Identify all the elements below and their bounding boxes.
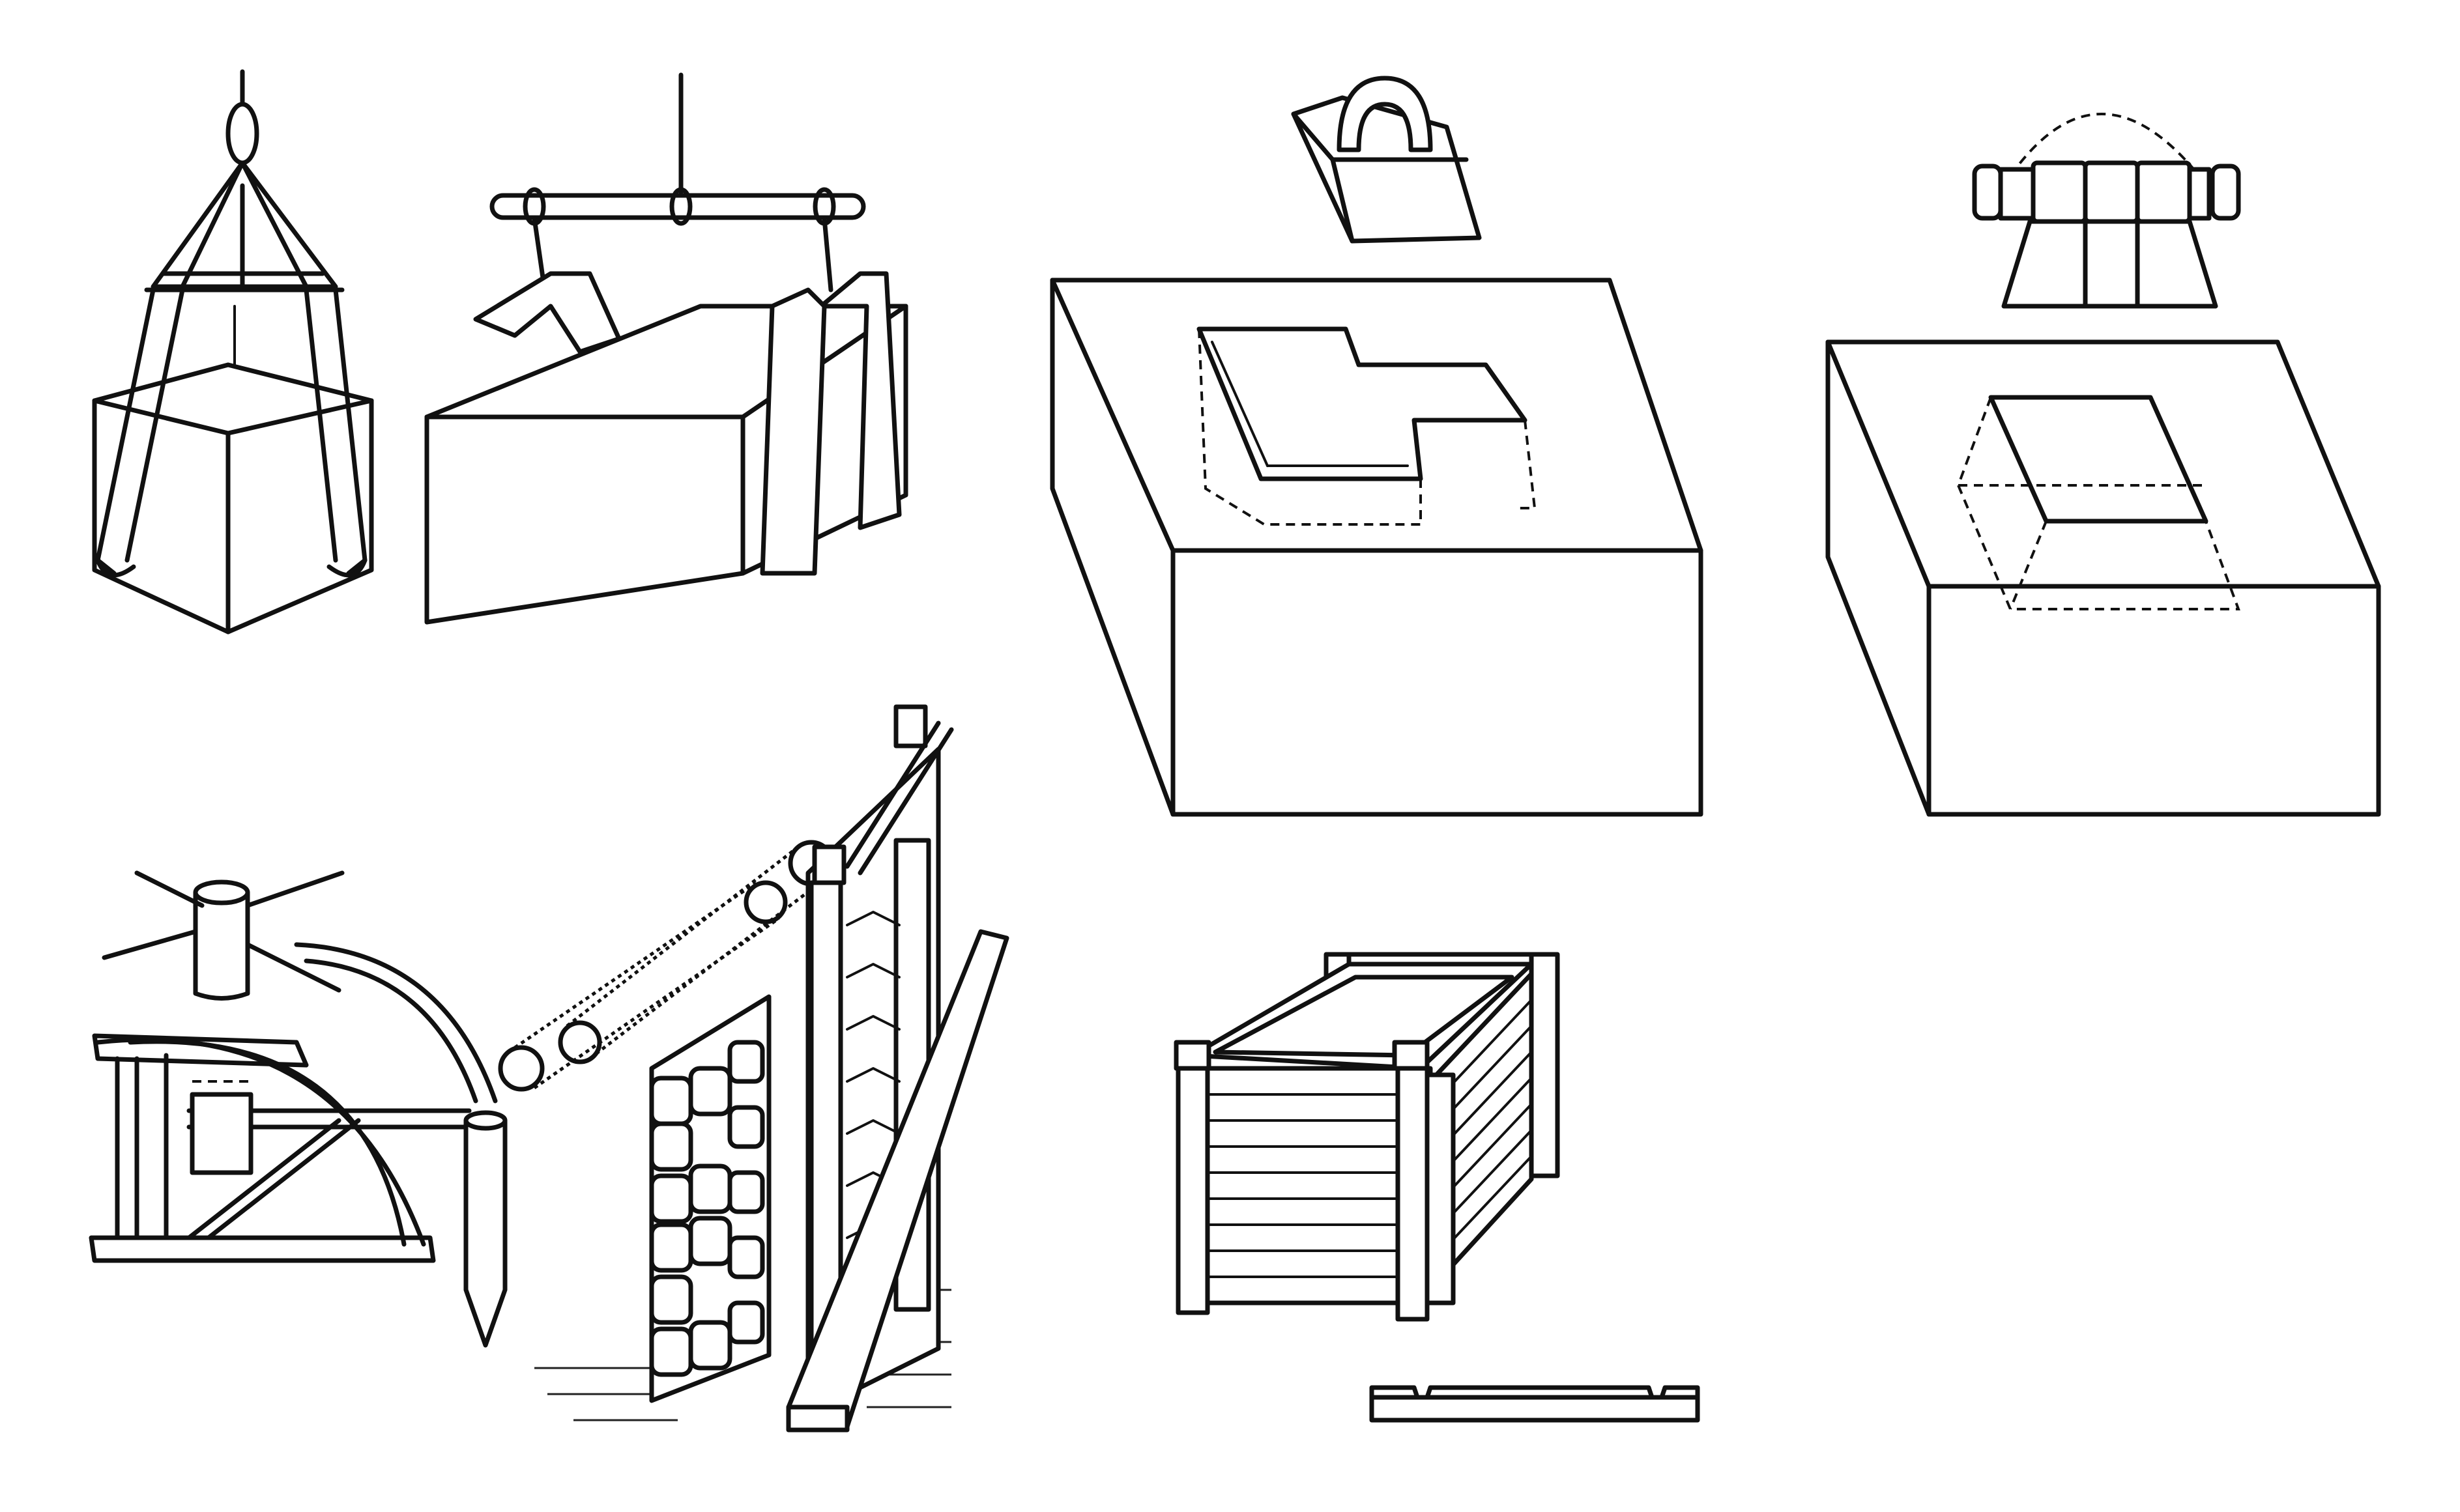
claw-lifter [92,69,374,635]
triple-lewis [1825,113,2381,817]
capstan-pile [89,704,1009,1433]
lewis-tool [1291,76,1482,244]
capstan-frame [89,870,498,1263]
single-lewis [1050,76,1703,817]
lifting-bar [489,187,866,226]
block-with-mortise [1050,278,1703,817]
pulley-system [498,840,835,1092]
timber-crib [1174,952,1700,1423]
block-with-dovetail [1825,339,2381,817]
crib-front [1174,1040,1456,1322]
loose-timber [1369,1385,1700,1423]
pile [463,1110,508,1348]
ground-plank [786,929,1009,1433]
lifting-chain [225,69,259,165]
claw-frame [95,160,368,578]
long-block [424,304,908,625]
triple-lewis-tool [1972,113,2241,309]
bar-lifter [424,72,908,625]
masonry-wall [649,994,772,1403]
crib-top [1190,962,1534,1071]
